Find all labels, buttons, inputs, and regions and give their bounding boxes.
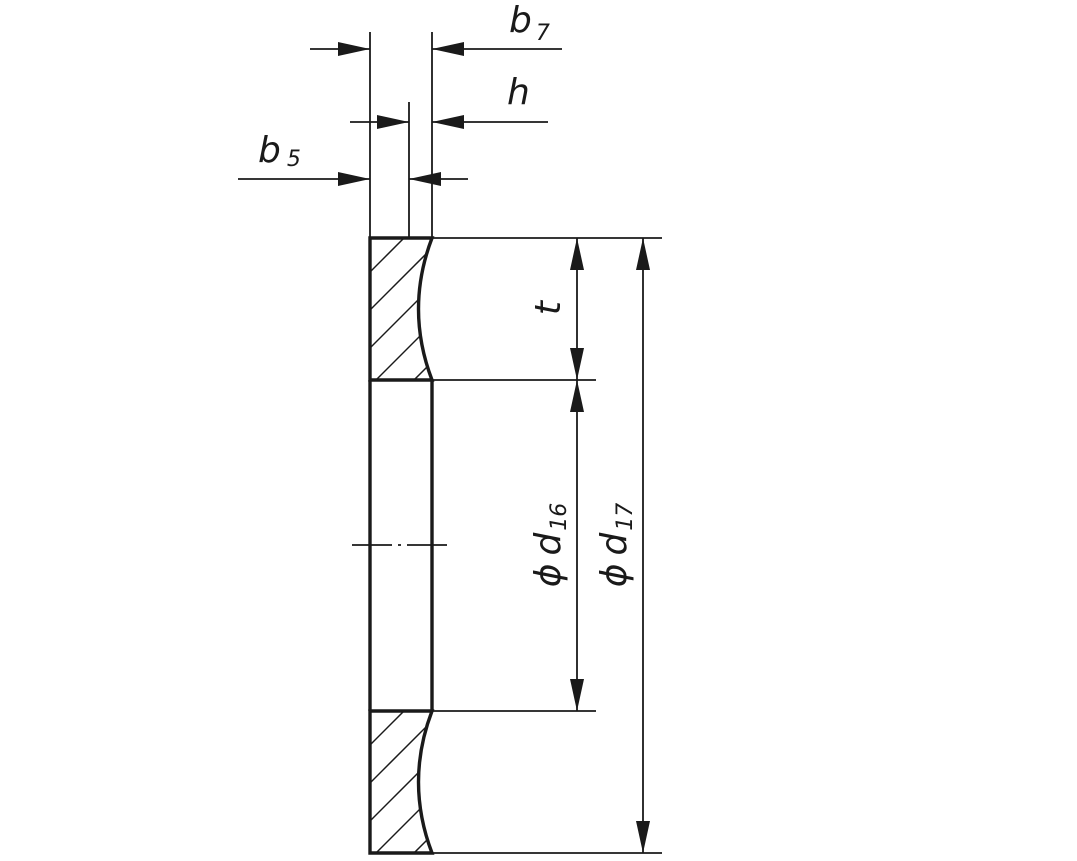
t-arrow-top bbox=[570, 238, 584, 270]
b5-arrow-left bbox=[338, 172, 370, 186]
dimension-t: t bbox=[528, 238, 584, 380]
d16-arrow-bottom bbox=[570, 679, 584, 711]
d17-label: ϕd17 bbox=[594, 503, 638, 588]
ring-section bbox=[352, 236, 450, 855]
bottom-section bbox=[368, 709, 435, 855]
h-arrow-right bbox=[432, 115, 464, 129]
dimension-d16: ϕd16 bbox=[528, 380, 584, 711]
dimension-h: h bbox=[350, 72, 548, 129]
t-arrow-bottom bbox=[570, 348, 584, 380]
t-label: t bbox=[528, 299, 569, 315]
d16-label: ϕd16 bbox=[528, 503, 572, 588]
h-label: h bbox=[507, 72, 530, 113]
top-hatching bbox=[370, 238, 432, 380]
bottom-hatching bbox=[370, 711, 432, 853]
d16-arrow-top bbox=[570, 380, 584, 412]
h-arrow-left bbox=[377, 115, 409, 129]
extension-lines bbox=[369, 32, 662, 854]
d17-arrow-top bbox=[636, 238, 650, 270]
b7-arrow-left bbox=[338, 42, 370, 56]
dimension-d17: ϕd17 bbox=[594, 238, 650, 853]
b5-arrow-right bbox=[409, 172, 441, 186]
top-section bbox=[368, 236, 435, 382]
b7-arrow-right bbox=[432, 42, 464, 56]
d17-arrow-bottom bbox=[636, 821, 650, 853]
